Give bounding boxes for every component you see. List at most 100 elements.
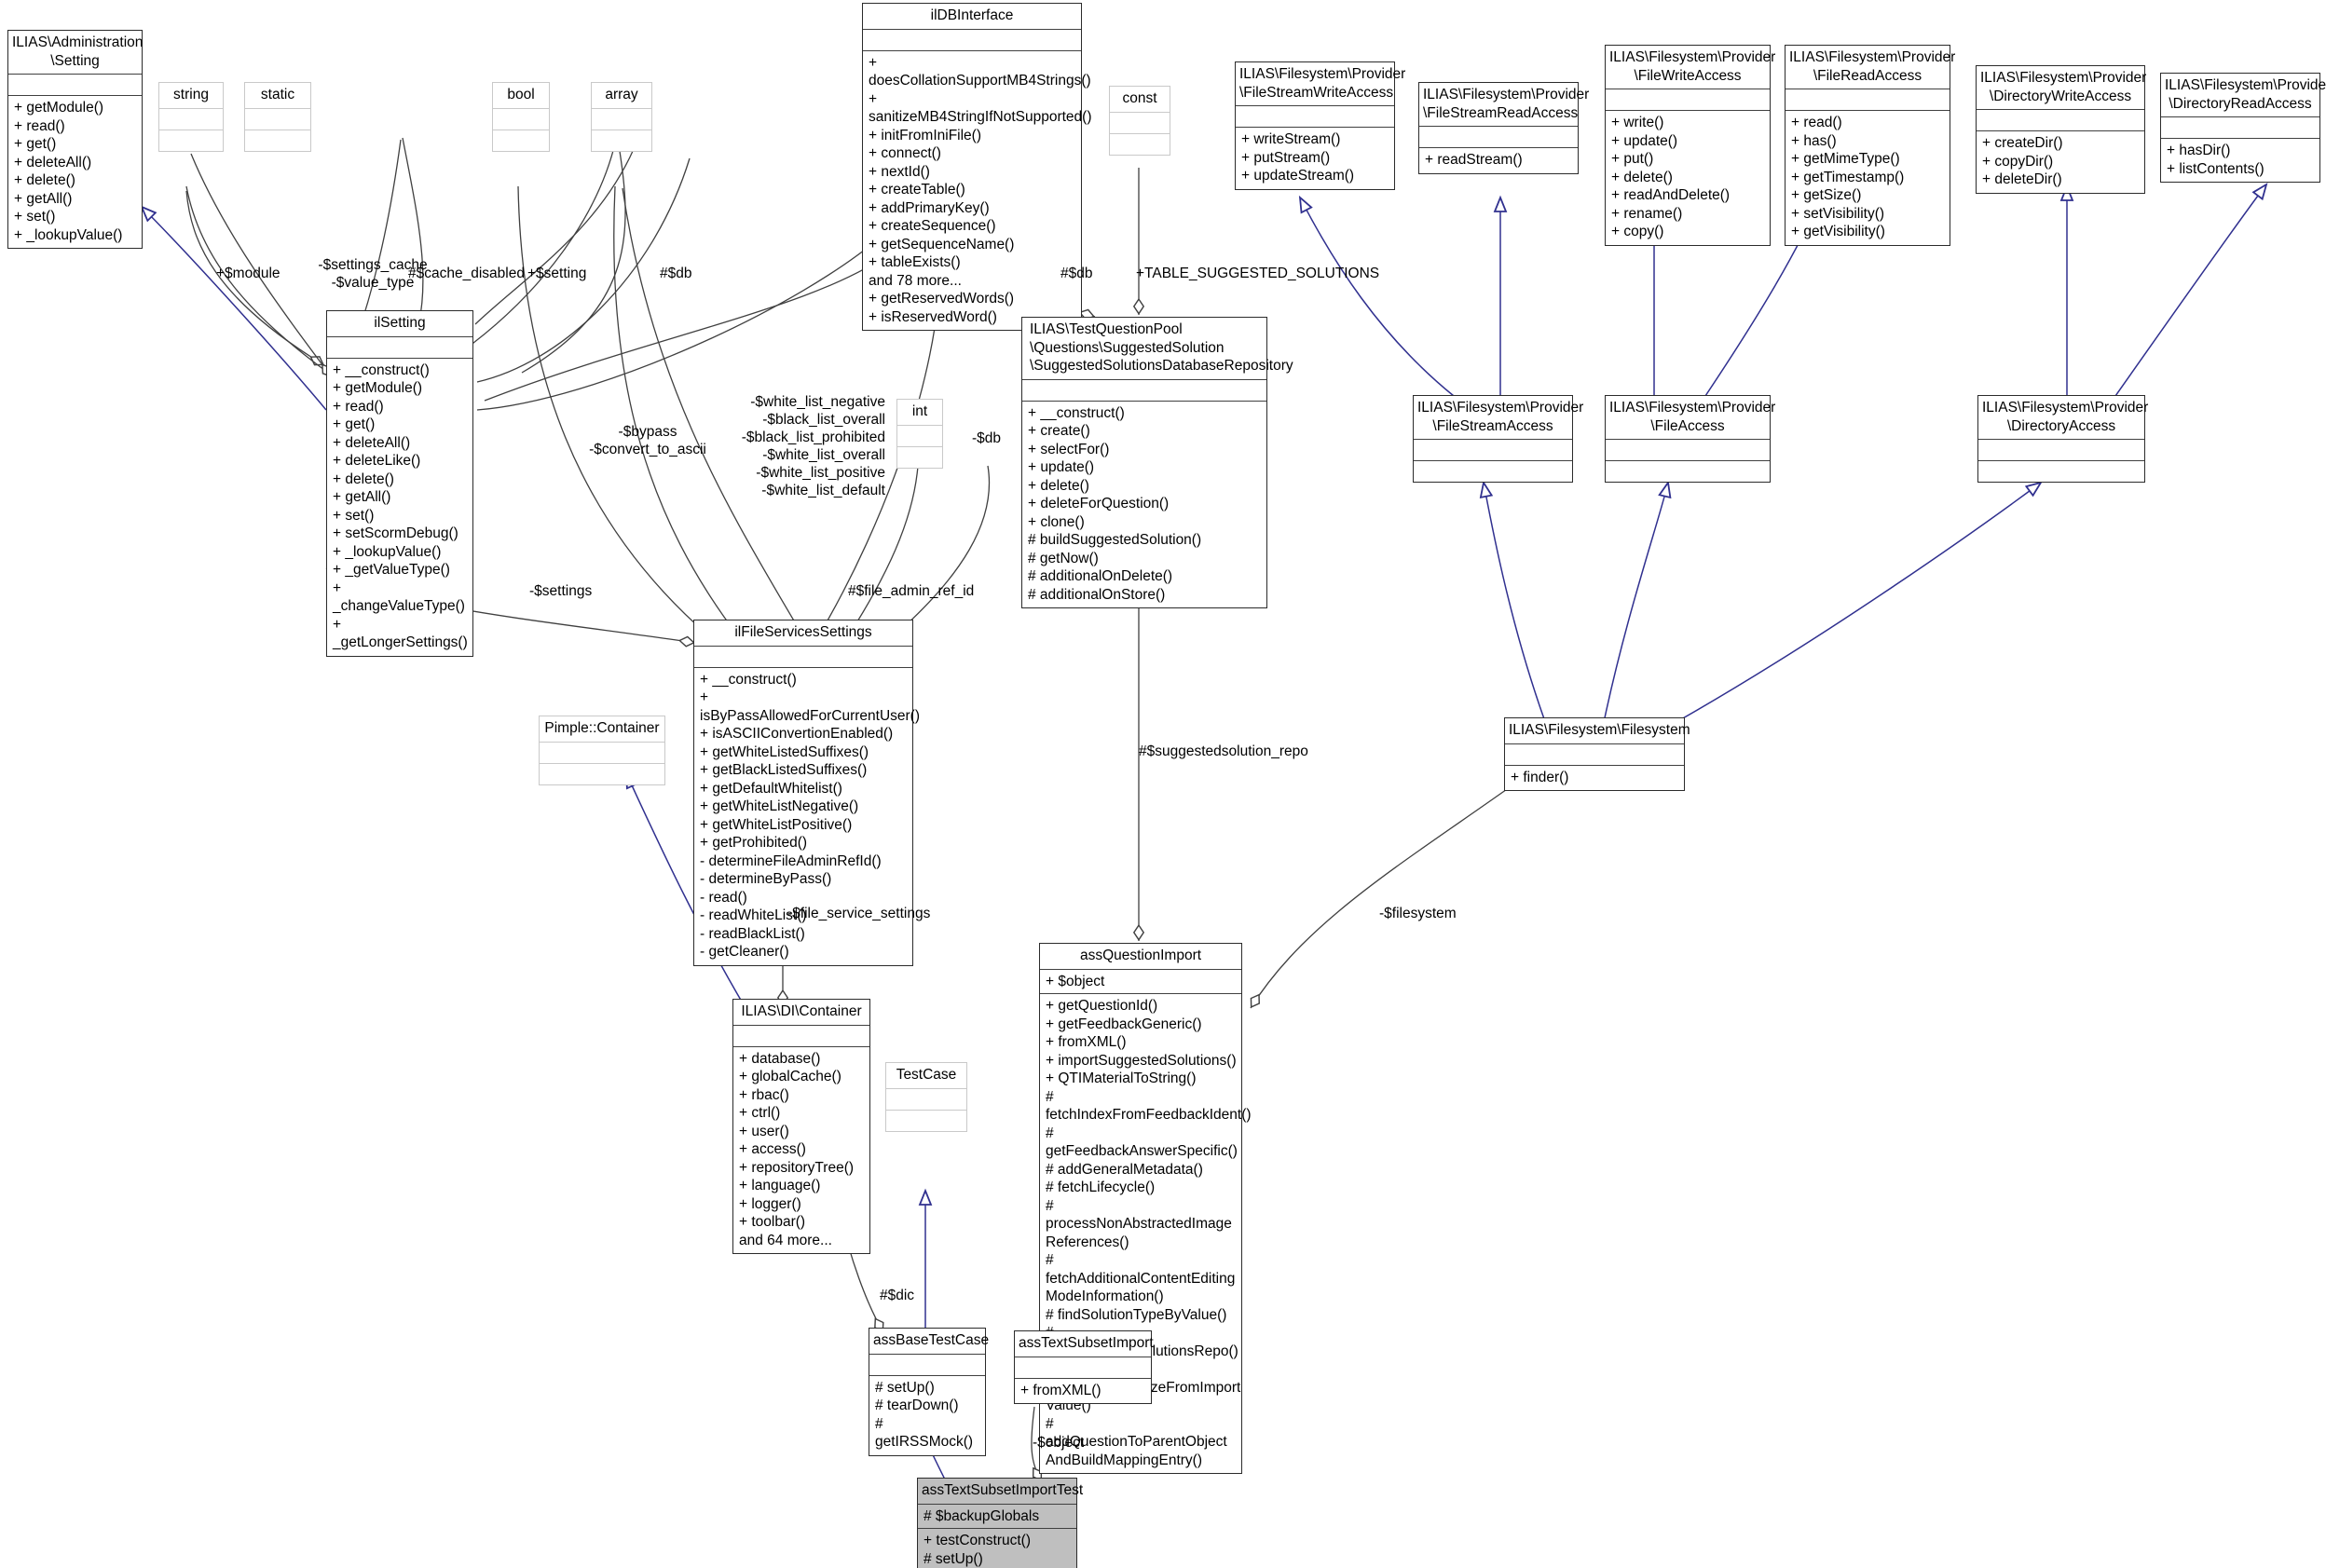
class-array[interactable]: array [591,82,652,152]
class-directory-access[interactable]: ILIAS\Filesystem\Provider \DirectoryAcce… [1977,395,2149,484]
class-operations: + writeStream() + putStream() + updateSt… [1241,131,1355,184]
class-attributes [493,109,549,130]
class-file-read-access[interactable]: ILIAS\Filesystem\Provider \FileReadAcces… [1785,45,1956,246]
class-asstextsubsetimport[interactable]: assTextSubsetImport + fromXML() [1014,1330,1154,1405]
class-attributes: # $backupGlobals [924,1507,1040,1524]
class-ilias-di-container[interactable]: ILIAS\DI\Container + database() + global… [732,999,870,1255]
class-operations [159,130,223,151]
class-directory-read-access[interactable]: ILIAS\Filesystem\Provider \DirectoryRead… [2160,73,2326,184]
edge-label-file-admin-ref-id: #$file_admin_ref_id [848,583,975,599]
class-file-stream-access[interactable]: ILIAS\Filesystem\Provider \FileStreamAcc… [1413,395,1584,484]
class-attributes [1419,127,1578,147]
class-operations: + doesCollationSupportMB4Strings() + san… [869,54,1092,325]
class-title: ILIAS\Filesystem\Provider \FileStreamWri… [1239,66,1406,101]
class-ilfileservicessettings[interactable]: ilFileServicesSettings + __construct() +… [693,620,921,966]
class-operations: + database() + globalCache() + rbac() + … [739,1050,855,1248]
class-file-stream-read-access[interactable]: ILIAS\Filesystem\Provider \FileStreamRea… [1418,82,1589,174]
class-bool[interactable]: bool [492,82,550,152]
class-attributes [1414,440,1572,460]
class-title: ILIAS\Filesystem\Provider \DirectoryRead… [2165,77,2326,112]
edge-label-bypass: -$bypass -$convert_to_ascii [589,424,706,457]
class-attributes [869,1355,985,1375]
class-int[interactable]: int [896,399,943,469]
edge-label-db-top: #$db [660,266,692,281]
class-operations [1978,461,2144,482]
class-title: ILIAS\Filesystem\Provider \FileReadAcces… [1789,49,1956,84]
class-operations [1606,461,1770,482]
class-operations [886,1111,966,1131]
class-attributes [1977,110,2144,130]
class-operations: + finder() [1511,769,1569,785]
class-operations [897,447,942,468]
class-attributes [245,109,310,130]
class-attributes [159,109,223,130]
class-attributes [327,337,472,358]
class-attributes [897,426,942,446]
class-const[interactable]: const [1109,86,1170,156]
class-operations [1414,461,1572,482]
class-attributes [1022,380,1266,401]
class-pimple-container[interactable]: Pimple::Container [539,716,665,785]
class-title: ILIAS\Administration \Setting [12,34,144,69]
class-static[interactable]: static [244,82,311,152]
class-title: array [605,87,638,102]
class-attributes [886,1089,966,1110]
edge-label-filesystem: -$filesystem [1379,906,1457,921]
class-ildbinterface[interactable]: ilDBInterface + doesCollationSupportMB4S… [862,3,1092,332]
edge-label-object: -$object [1033,1435,1085,1451]
class-operations: + hasDir() + listContents() [2167,143,2264,177]
edge-label-file-service-settings: -$file_service_settings [787,906,931,921]
class-operations: + testConstruct() # setUp() [924,1533,1031,1567]
edge-label-cache-disabled: #$cache_disabled [408,266,525,281]
class-operations [245,130,310,151]
class-title: assTextSubsetImportTest [922,1482,1084,1498]
class-attributes [1606,89,1770,110]
edge-label-white-black-lists: -$white_list_negative -$black_list_overa… [741,394,885,498]
class-operations [540,764,664,784]
class-operations: + createDir() + copyDir() + deleteDir() [1982,135,2063,188]
class-attributes [1978,440,2144,460]
class-string[interactable]: string [158,82,224,152]
class-title: assQuestionImport [1079,948,1202,963]
edge-label-module: +$module [216,266,280,281]
class-asstextsubsetimporttest[interactable]: assTextSubsetImportTest # $backupGlobals… [917,1478,1084,1568]
class-attributes [1606,440,1770,460]
class-operations: + getModule() + read() + get() + deleteA… [14,100,123,243]
class-directory-write-access[interactable]: ILIAS\Filesystem\Provider \DirectoryWrit… [1976,65,2147,194]
class-title: string [173,87,209,102]
class-file-access[interactable]: ILIAS\Filesystem\Provider \FileAccess [1605,395,1776,484]
class-filesystem[interactable]: ILIAS\Filesystem\Filesystem + finder() [1504,717,1690,792]
class-assquestionimport[interactable]: assQuestionImport + $object + getQuestio… [1039,943,1252,1475]
class-title: ILIAS\DI\Container [741,1003,862,1019]
class-title: ILIAS\Filesystem\Provider \FileStreamAcc… [1417,400,1584,434]
class-operations [1110,134,1170,155]
class-operations: + getQuestionId() + getFeedbackGeneric()… [1046,998,1252,1468]
class-title: int [911,403,928,419]
class-title: ILIAS\Filesystem\Provider \DirectoryAcce… [1982,400,2149,434]
class-ilsetting[interactable]: ilSetting + __construct() + getModule() … [326,310,473,657]
class-attributes [1236,106,1394,127]
class-ilias-administration-setting[interactable]: ILIAS\Administration \Setting + getModul… [7,30,144,250]
class-attributes [694,647,912,667]
class-title: ilSetting [374,315,426,331]
class-file-write-access[interactable]: ILIAS\Filesystem\Provider \FileWriteAcce… [1605,45,1775,246]
class-title: ilFileServicesSettings [734,624,872,640]
edge-label-table-suggested-solutions: +TABLE_SUGGESTED_SOLUTIONS [1136,266,1380,281]
class-operations: + read() + has() + getMimeType() + getTi… [1791,115,1905,240]
class-assbasetestcase[interactable]: assBaseTestCase # setUp() # tearDown() #… [869,1328,989,1456]
class-attributes [1015,1357,1151,1378]
class-title: ILIAS\Filesystem\Provider \DirectoryWrit… [1980,70,2147,104]
class-title: static [260,87,295,102]
class-file-stream-write-access[interactable]: ILIAS\Filesystem\Provider \FileStreamWri… [1235,61,1406,190]
edge-label-settings: -$settings [529,583,593,599]
class-operations: + __construct() + create() + selectFor()… [1028,404,1202,603]
class-attributes [733,1026,869,1046]
class-suggested-solutions-repository[interactable]: ILIAS\TestQuestionPool \Questions\Sugges… [1021,317,1293,609]
class-title: const [1122,90,1157,106]
class-title: Pimple::Container [544,720,660,736]
class-operations: + __construct() + isByPassAllowedForCurr… [700,671,921,961]
class-title: ilDBInterface [930,7,1014,23]
class-testcase[interactable]: TestCase [885,1062,967,1132]
class-title: ILIAS\Filesystem\Provider \FileAccess [1609,400,1776,434]
